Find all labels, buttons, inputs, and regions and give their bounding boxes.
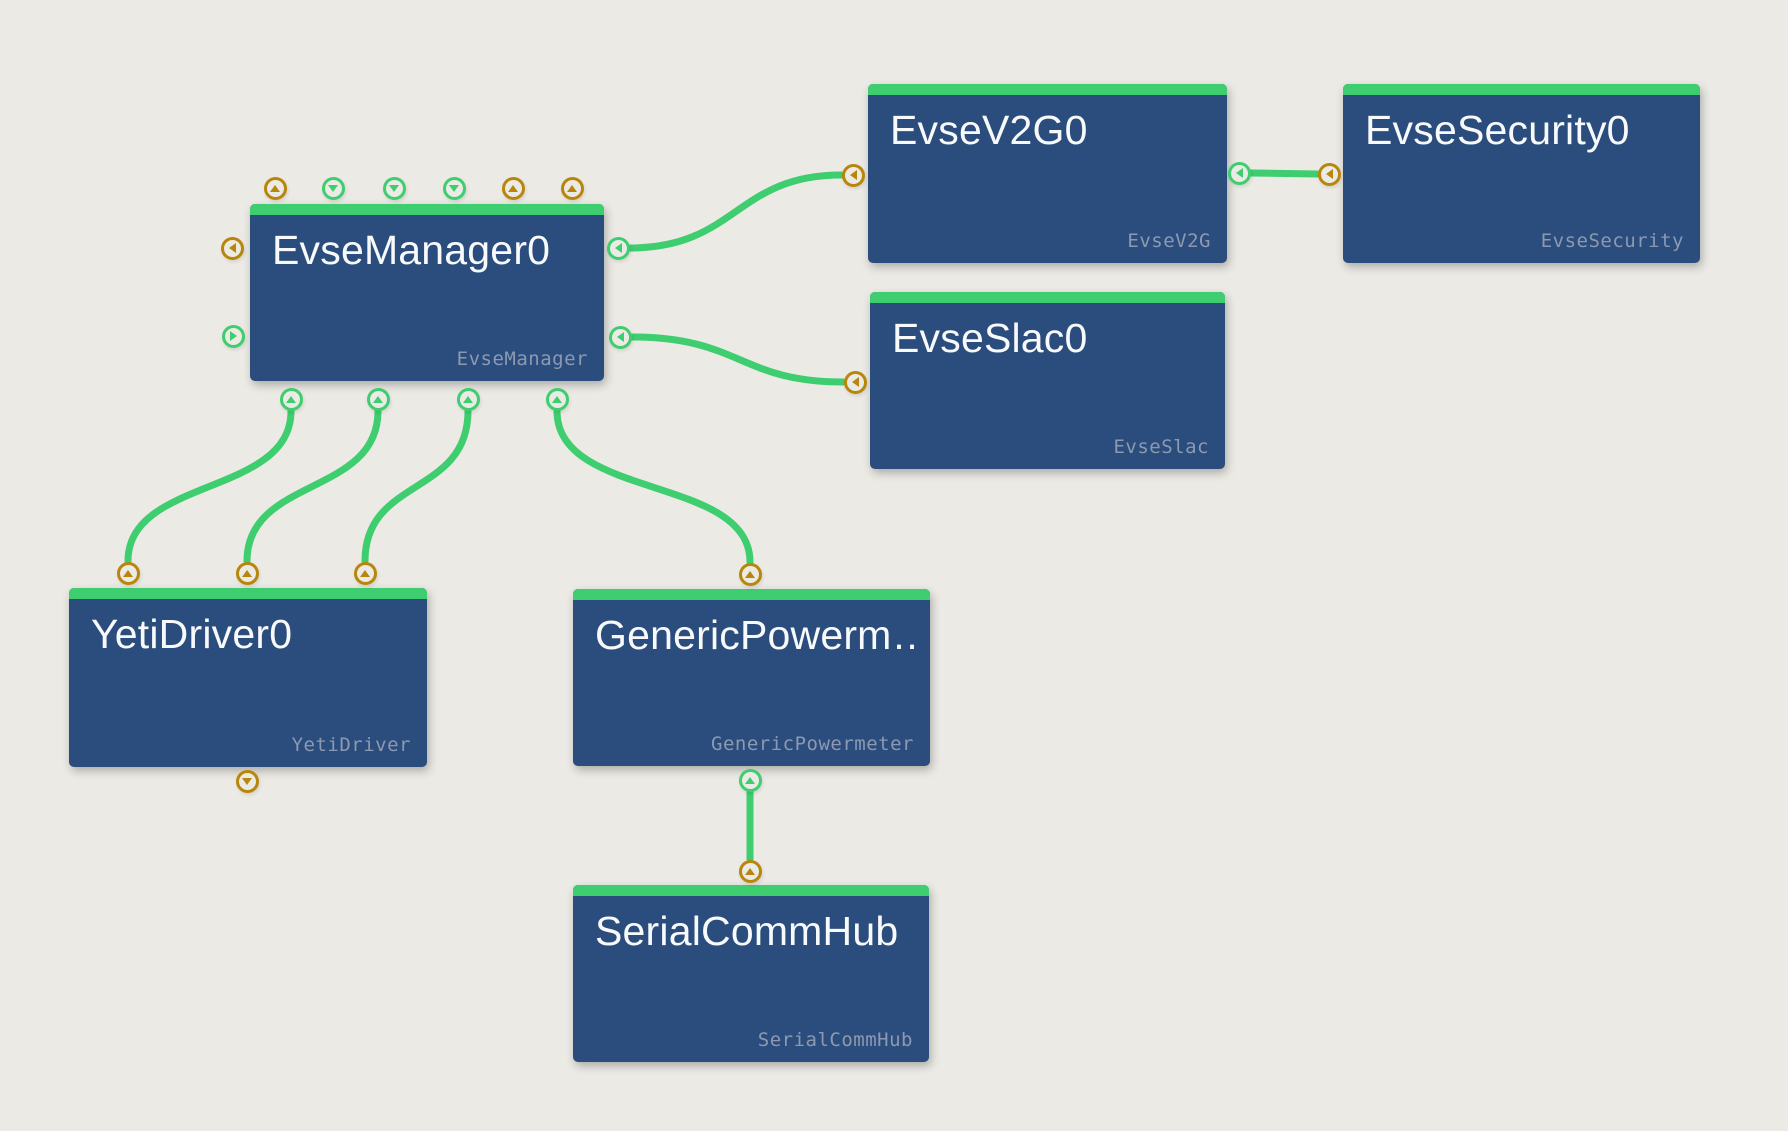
left-arrow-icon: [1235, 168, 1243, 178]
node-type-label: GenericPowermeter: [711, 733, 914, 755]
node-type-label: YetiDriver: [291, 734, 411, 756]
node-title: EvseSecurity0: [1365, 108, 1630, 153]
edge-evsemanager0-yetidriver0-1[interactable]: [124, 407, 295, 565]
node-title: EvseV2G0: [890, 108, 1088, 153]
connection-port-up[interactable]: [366, 387, 390, 411]
connection-port-left[interactable]: [220, 236, 244, 260]
connection-port-up[interactable]: [738, 562, 762, 586]
edge-evsemanager0-yetidriver0-3[interactable]: [361, 407, 472, 565]
up-arrow-icon: [745, 570, 755, 578]
up-arrow-icon: [463, 395, 473, 403]
up-arrow-icon: [508, 184, 518, 192]
connection-port-up[interactable]: [738, 859, 762, 883]
connection-port-up[interactable]: [560, 176, 584, 200]
connection-port-up[interactable]: [116, 561, 140, 585]
left-arrow-icon: [614, 243, 622, 253]
connection-port-left[interactable]: [606, 236, 630, 260]
connection-port-left[interactable]: [843, 370, 867, 394]
up-arrow-icon: [270, 184, 280, 192]
up-arrow-icon: [552, 395, 562, 403]
connection-port-up[interactable]: [545, 387, 569, 411]
connection-port-left[interactable]: [1317, 162, 1341, 186]
connection-port-left[interactable]: [841, 163, 865, 187]
connection-port-up[interactable]: [353, 561, 377, 585]
node-title: EvseSlac0: [892, 316, 1088, 361]
node-type-label: EvseV2G: [1127, 230, 1211, 252]
up-arrow-icon: [567, 184, 577, 192]
up-arrow-icon: [242, 569, 252, 577]
node-type-label: EvseSlac: [1113, 436, 1209, 458]
left-arrow-icon: [851, 377, 859, 387]
left-arrow-icon: [849, 170, 857, 180]
node-title: GenericPowerm…: [595, 613, 914, 658]
edge-evsev2g0-evsesecurity0[interactable]: [1247, 169, 1321, 178]
node-header-bar: [870, 292, 1225, 303]
node-header-bar: [250, 204, 604, 215]
node-header-bar: [868, 84, 1227, 95]
up-arrow-icon: [373, 395, 383, 403]
connection-port-right[interactable]: [221, 324, 245, 348]
node-title: SerialCommHub: [595, 909, 899, 954]
connection-port-down[interactable]: [382, 176, 406, 200]
down-arrow-icon: [449, 184, 459, 192]
edge-evsemanager0-yetidriver0-2[interactable]: [243, 407, 382, 565]
connection-port-left[interactable]: [1227, 161, 1251, 185]
right-arrow-icon: [229, 331, 237, 341]
connection-port-down[interactable]: [442, 176, 466, 200]
up-arrow-icon: [745, 867, 755, 875]
down-arrow-icon: [242, 777, 252, 785]
node-header-bar: [1343, 84, 1700, 95]
left-arrow-icon: [1325, 169, 1333, 179]
down-arrow-icon: [389, 184, 399, 192]
node-title: YetiDriver0: [91, 612, 293, 657]
connection-port-up[interactable]: [501, 176, 525, 200]
node-genericpowermeter[interactable]: GenericPowerm… GenericPowermeter: [573, 589, 930, 766]
node-type-label: EvseSecurity: [1540, 230, 1684, 252]
connection-port-up[interactable]: [279, 387, 303, 411]
up-arrow-icon: [123, 569, 133, 577]
connection-port-left[interactable]: [608, 325, 632, 349]
edge-evsemanager0-evsev2g0[interactable]: [626, 171, 845, 252]
node-title: EvseManager0: [272, 228, 551, 273]
edge-evsemanager0-genericpowermeter[interactable]: [553, 407, 754, 566]
connection-port-up[interactable]: [738, 768, 762, 792]
node-type-label: EvseManager: [456, 348, 588, 370]
edge-evsemanager0-evseslac0[interactable]: [628, 333, 847, 386]
up-arrow-icon: [360, 569, 370, 577]
connection-port-up[interactable]: [456, 387, 480, 411]
connection-port-up[interactable]: [235, 561, 259, 585]
node-header-bar: [573, 885, 929, 896]
down-arrow-icon: [328, 184, 338, 192]
up-arrow-icon: [745, 776, 755, 784]
connection-port-down[interactable]: [235, 769, 259, 793]
up-arrow-icon: [286, 395, 296, 403]
left-arrow-icon: [616, 332, 624, 342]
node-header-bar: [573, 589, 930, 600]
node-header-bar: [69, 588, 427, 599]
connection-port-up[interactable]: [263, 176, 287, 200]
left-arrow-icon: [228, 243, 236, 253]
connection-port-down[interactable]: [321, 176, 345, 200]
node-type-label: SerialCommHub: [757, 1029, 913, 1051]
